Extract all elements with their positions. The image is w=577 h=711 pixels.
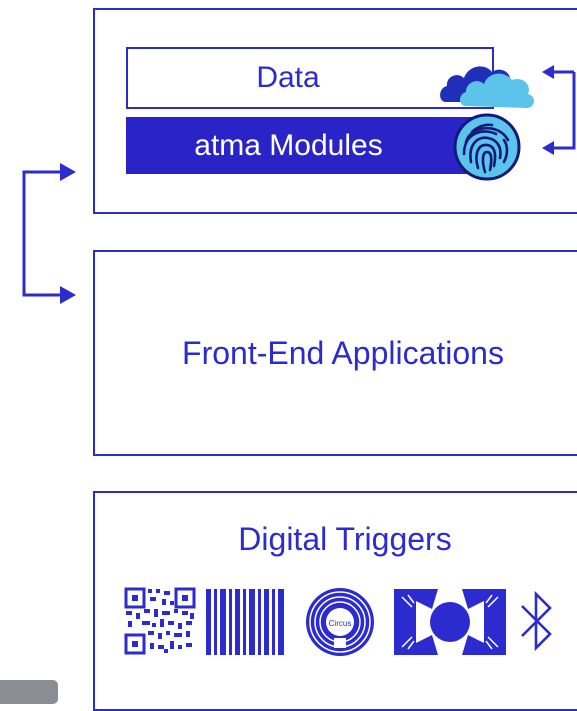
qr-code-icon [124, 587, 196, 655]
left-connector-arrows [22, 163, 76, 304]
data-label: Data [256, 61, 320, 94]
modules-container [93, 8, 577, 214]
atma-modules-bar: atma Modules [126, 117, 496, 174]
data-box: Data [126, 47, 494, 109]
nfc-tag-text: Circus [329, 619, 352, 628]
front-end-applications-label: Front-End Applications [182, 334, 504, 371]
fingerprint-icon [453, 113, 521, 181]
front-end-applications-box: Front-End Applications [93, 250, 577, 456]
rfid-label-icon [394, 589, 506, 655]
sync-arrows [542, 65, 576, 155]
partial-tab [0, 680, 58, 704]
digital-triggers-label: Digital Triggers [238, 521, 452, 557]
barcode-icon [206, 589, 284, 655]
atma-modules-label: atma Modules [194, 129, 383, 162]
nfc-tag-icon: Circus [306, 588, 374, 656]
bluetooth-icon [521, 590, 552, 652]
cloud-icon [440, 66, 534, 108]
